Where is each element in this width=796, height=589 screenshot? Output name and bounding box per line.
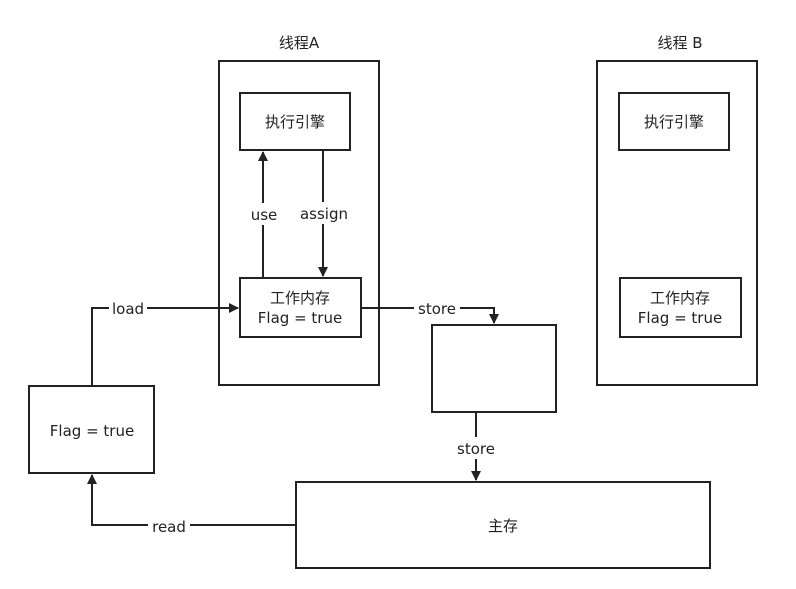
left-flag-value: Flag = true bbox=[50, 422, 134, 440]
thread-b-engine-box bbox=[618, 92, 730, 151]
assign-label: assign bbox=[300, 205, 348, 223]
use-label-bg bbox=[246, 203, 282, 225]
read-label: read bbox=[152, 518, 186, 536]
use-label: use bbox=[251, 206, 278, 224]
buffer-box bbox=[431, 324, 557, 413]
thread-b-memory-value: Flag = true bbox=[638, 309, 722, 327]
read-arrow bbox=[87, 474, 296, 526]
store-label-1-bg bbox=[414, 298, 460, 320]
thread-a-engine-label: 执行引擎 bbox=[265, 113, 325, 131]
load-label: load bbox=[112, 300, 144, 318]
store-label-1: store bbox=[418, 300, 456, 318]
thread-a-memory-box bbox=[239, 277, 362, 338]
load-label-bg bbox=[109, 298, 147, 320]
thread-b-memory-box bbox=[619, 277, 742, 338]
thread-a-engine-box bbox=[239, 92, 351, 151]
main-memory-box bbox=[295, 481, 711, 569]
store-label-2-bg bbox=[452, 437, 500, 459]
thread-a-title: 线程A bbox=[279, 34, 320, 52]
main-memory-label: 主存 bbox=[488, 517, 518, 535]
thread-b-title: 线程 B bbox=[657, 34, 702, 52]
store-label-2: store bbox=[457, 440, 495, 458]
assign-label-bg bbox=[296, 202, 352, 224]
store-arrow-1 bbox=[361, 307, 499, 324]
thread-a-memory-title: 工作内存 bbox=[270, 289, 330, 307]
load-arrow bbox=[91, 303, 239, 385]
left-flag-box bbox=[28, 385, 155, 474]
thread-a-memory-value: Flag = true bbox=[258, 309, 342, 327]
thread-b-memory-title: 工作内存 bbox=[650, 289, 710, 307]
read-label-bg bbox=[148, 515, 190, 537]
thread-b-engine-label: 执行引擎 bbox=[644, 113, 704, 131]
